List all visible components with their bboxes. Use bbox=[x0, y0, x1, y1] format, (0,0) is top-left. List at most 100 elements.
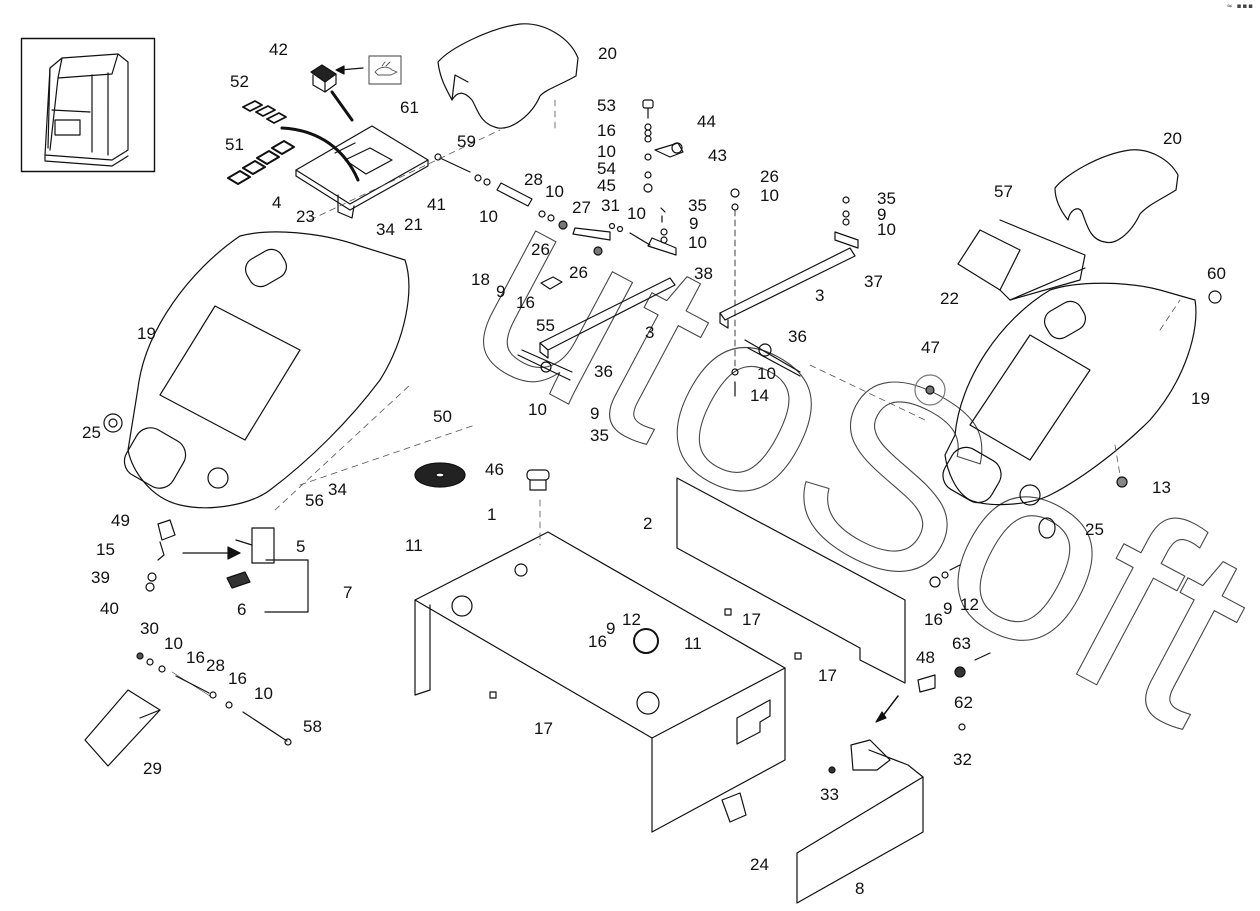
callout-20-right[interactable]: 20 bbox=[1163, 129, 1182, 148]
callout-61[interactable]: 61 bbox=[400, 98, 419, 117]
callout-5[interactable]: 5 bbox=[296, 537, 306, 556]
tape-roll-50 bbox=[414, 462, 550, 491]
callout-22[interactable]: 22 bbox=[940, 289, 959, 308]
callout-63[interactable]: 63 bbox=[952, 634, 971, 653]
callout-31[interactable]: 31 bbox=[601, 196, 620, 215]
callout-10-a[interactable]: 10 bbox=[479, 207, 498, 226]
callout-2[interactable]: 2 bbox=[643, 514, 653, 533]
callout-26-b[interactable]: 26 bbox=[569, 263, 588, 282]
callout-32[interactable]: 32 bbox=[953, 750, 972, 769]
callout-13[interactable]: 13 bbox=[1152, 478, 1171, 497]
callout-46[interactable]: 46 bbox=[485, 460, 504, 479]
callout-55[interactable]: 55 bbox=[536, 316, 555, 335]
callout-35-a[interactable]: 35 bbox=[688, 196, 707, 215]
callout-44[interactable]: 44 bbox=[697, 112, 716, 131]
callout-52[interactable]: 52 bbox=[230, 72, 249, 91]
callout-8[interactable]: 8 bbox=[855, 879, 865, 898]
callout-37[interactable]: 37 bbox=[864, 272, 883, 291]
callout-4[interactable]: 4 bbox=[272, 193, 282, 212]
callout-30[interactable]: 30 bbox=[140, 619, 159, 638]
callout-29[interactable]: 29 bbox=[143, 759, 162, 778]
callout-60[interactable]: 60 bbox=[1207, 264, 1226, 283]
callout-10-k[interactable]: 10 bbox=[254, 684, 273, 703]
callout-10-f[interactable]: 10 bbox=[528, 400, 547, 419]
callout-11-a[interactable]: 11 bbox=[405, 536, 423, 555]
callout-16-b[interactable]: 16 bbox=[516, 293, 535, 312]
callout-10-h[interactable]: 10 bbox=[877, 220, 896, 239]
callout-33[interactable]: 33 bbox=[820, 785, 839, 804]
callout-9-b[interactable]: 9 bbox=[496, 282, 506, 301]
callout-26-a[interactable]: 26 bbox=[531, 240, 550, 259]
callout-48[interactable]: 48 bbox=[916, 648, 935, 667]
callout-19-left[interactable]: 19 bbox=[137, 324, 156, 343]
callout-40[interactable]: 40 bbox=[100, 599, 119, 618]
callout-16-f[interactable]: 16 bbox=[924, 610, 943, 629]
callout-23[interactable]: 23 bbox=[296, 207, 315, 226]
callout-28-b[interactable]: 28 bbox=[206, 656, 225, 675]
callout-12-b[interactable]: 12 bbox=[960, 595, 979, 614]
callout-36-b[interactable]: 36 bbox=[788, 327, 807, 346]
callout-24[interactable]: 24 bbox=[750, 855, 769, 874]
callout-1[interactable]: 1 bbox=[487, 505, 497, 524]
callout-34-b[interactable]: 34 bbox=[328, 480, 347, 499]
callout-10-g[interactable]: 10 bbox=[760, 186, 779, 205]
callout-9-c[interactable]: 9 bbox=[590, 404, 600, 423]
callout-17-b[interactable]: 17 bbox=[818, 666, 837, 685]
callout-41[interactable]: 41 bbox=[427, 195, 446, 214]
callout-16-d[interactable]: 16 bbox=[228, 669, 247, 688]
callout-12-a[interactable]: 12 bbox=[622, 610, 641, 629]
callout-10-j[interactable]: 10 bbox=[164, 634, 183, 653]
callout-21[interactable]: 21 bbox=[404, 215, 423, 234]
callout-54[interactable]: 54 bbox=[597, 159, 616, 178]
callout-62[interactable]: 62 bbox=[954, 693, 973, 712]
callout-3-a[interactable]: 3 bbox=[645, 323, 655, 342]
callout-15[interactable]: 15 bbox=[96, 540, 115, 559]
callout-10-c[interactable]: 10 bbox=[597, 142, 616, 161]
callout-58[interactable]: 58 bbox=[303, 717, 322, 736]
callout-59[interactable]: 59 bbox=[457, 132, 476, 151]
callout-7[interactable]: 7 bbox=[343, 583, 353, 602]
callout-6[interactable]: 6 bbox=[237, 600, 247, 619]
callout-16-c[interactable]: 16 bbox=[186, 648, 205, 667]
callout-17-c[interactable]: 17 bbox=[534, 719, 553, 738]
callout-20-left[interactable]: 20 bbox=[598, 44, 617, 63]
callout-56[interactable]: 56 bbox=[305, 491, 324, 510]
callout-38[interactable]: 38 bbox=[694, 264, 713, 283]
callout-17-a[interactable]: 17 bbox=[742, 610, 761, 629]
callout-25-b[interactable]: 25 bbox=[1085, 520, 1104, 539]
callout-10-i[interactable]: 10 bbox=[757, 364, 776, 383]
callout-9-a[interactable]: 9 bbox=[689, 214, 699, 233]
callout-53[interactable]: 53 bbox=[597, 96, 616, 115]
callout-16-e[interactable]: 16 bbox=[588, 632, 607, 651]
callout-10-b[interactable]: 10 bbox=[545, 182, 564, 201]
callout-42[interactable]: 42 bbox=[269, 40, 288, 59]
callout-51[interactable]: 51 bbox=[225, 135, 244, 154]
pedal-valve-assembly bbox=[145, 519, 309, 613]
callout-47[interactable]: 47 bbox=[921, 338, 940, 357]
callout-25-a[interactable]: 25 bbox=[82, 423, 101, 442]
callout-39[interactable]: 39 bbox=[91, 568, 110, 587]
callout-45[interactable]: 45 bbox=[597, 176, 616, 195]
callout-9-e[interactable]: 9 bbox=[606, 619, 616, 638]
callout-50[interactable]: 50 bbox=[433, 407, 452, 426]
callout-10-d[interactable]: 10 bbox=[627, 204, 646, 223]
callout-27[interactable]: 27 bbox=[572, 198, 591, 217]
callout-9-f[interactable]: 9 bbox=[943, 599, 953, 618]
callout-18[interactable]: 18 bbox=[471, 270, 490, 289]
callout-10-e[interactable]: 10 bbox=[688, 233, 707, 252]
callout-36-a[interactable]: 36 bbox=[594, 362, 613, 381]
callout-16-a[interactable]: 16 bbox=[597, 121, 616, 140]
callout-19-right[interactable]: 19 bbox=[1191, 389, 1210, 408]
callout-3-b[interactable]: 3 bbox=[815, 286, 825, 305]
callout-14[interactable]: 14 bbox=[750, 386, 769, 405]
callout-34-a[interactable]: 34 bbox=[376, 220, 395, 239]
callout-9-d[interactable]: 9 bbox=[877, 205, 887, 224]
callout-35-b[interactable]: 35 bbox=[590, 426, 609, 445]
callout-28-a[interactable]: 28 bbox=[524, 170, 543, 189]
callout-11-b[interactable]: 11 bbox=[684, 634, 702, 653]
callout-35-c[interactable]: 35 bbox=[877, 189, 896, 208]
callout-57[interactable]: 57 bbox=[994, 182, 1013, 201]
callout-26-c[interactable]: 26 bbox=[760, 167, 779, 186]
callout-49[interactable]: 49 bbox=[111, 511, 130, 530]
callout-43[interactable]: 43 bbox=[708, 146, 727, 165]
